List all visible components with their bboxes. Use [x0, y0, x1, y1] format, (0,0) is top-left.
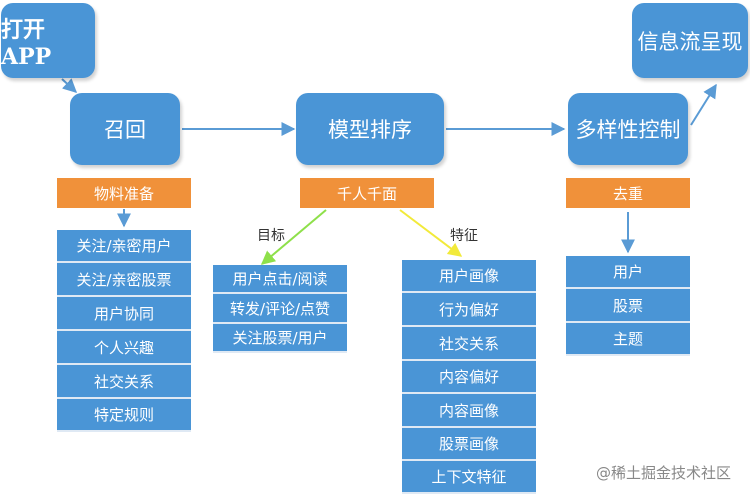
target-list: 用户点击/阅读 转发/评论/点赞 关注股票/用户: [213, 265, 347, 353]
list-item: 社交关系: [402, 327, 536, 361]
node-model-rank: 模型排序: [296, 93, 444, 165]
list-item: 用户画像: [402, 260, 536, 293]
list-item: 社交关系: [57, 365, 191, 399]
node-recall: 召回: [70, 93, 180, 165]
list-item: 关注/亲密用户: [57, 230, 191, 263]
list-item: 主题: [566, 323, 690, 356]
dedup-list: 用户 股票 主题: [566, 256, 690, 356]
list-item: 特定规则: [57, 399, 191, 432]
list-item: 关注股票/用户: [213, 324, 347, 353]
recall-list: 关注/亲密用户 关注/亲密股票 用户协同 个人兴趣 社交关系 特定规则: [57, 230, 191, 432]
list-item: 用户协同: [57, 297, 191, 331]
list-item: 关注/亲密股票: [57, 263, 191, 297]
list-item: 个人兴趣: [57, 331, 191, 365]
tag-material: 物料准备: [57, 178, 191, 208]
list-item: 内容画像: [402, 394, 536, 428]
arrow-open-to-recall: [61, 78, 78, 93]
list-item: 股票: [566, 289, 690, 323]
feature-list: 用户画像 行为偏好 社交关系 内容偏好 内容画像 股票画像 上下文特征: [402, 260, 536, 494]
arrow-target-green: [260, 209, 327, 265]
arrow-diversity-to-feed: [690, 83, 717, 126]
list-item: 行为偏好: [402, 293, 536, 327]
arrow-feature-yellow: [399, 209, 463, 257]
list-item: 上下文特征: [402, 461, 536, 494]
watermark: @稀土掘金技术社区: [596, 464, 732, 482]
node-diversity: 多样性控制: [568, 93, 688, 165]
tag-dedup: 去重: [566, 178, 690, 208]
list-item: 股票画像: [402, 428, 536, 461]
node-feed: 信息流呈现: [632, 3, 748, 78]
tag-personalized: 千人千面: [300, 178, 434, 208]
label-target: 目标: [257, 228, 285, 244]
list-item: 用户: [566, 256, 690, 289]
label-feature: 特征: [450, 228, 478, 244]
list-item: 内容偏好: [402, 361, 536, 394]
list-item: 转发/评论/点赞: [213, 294, 347, 324]
list-item: 用户点击/阅读: [213, 265, 347, 294]
node-open-app: 打开APP: [1, 3, 95, 78]
